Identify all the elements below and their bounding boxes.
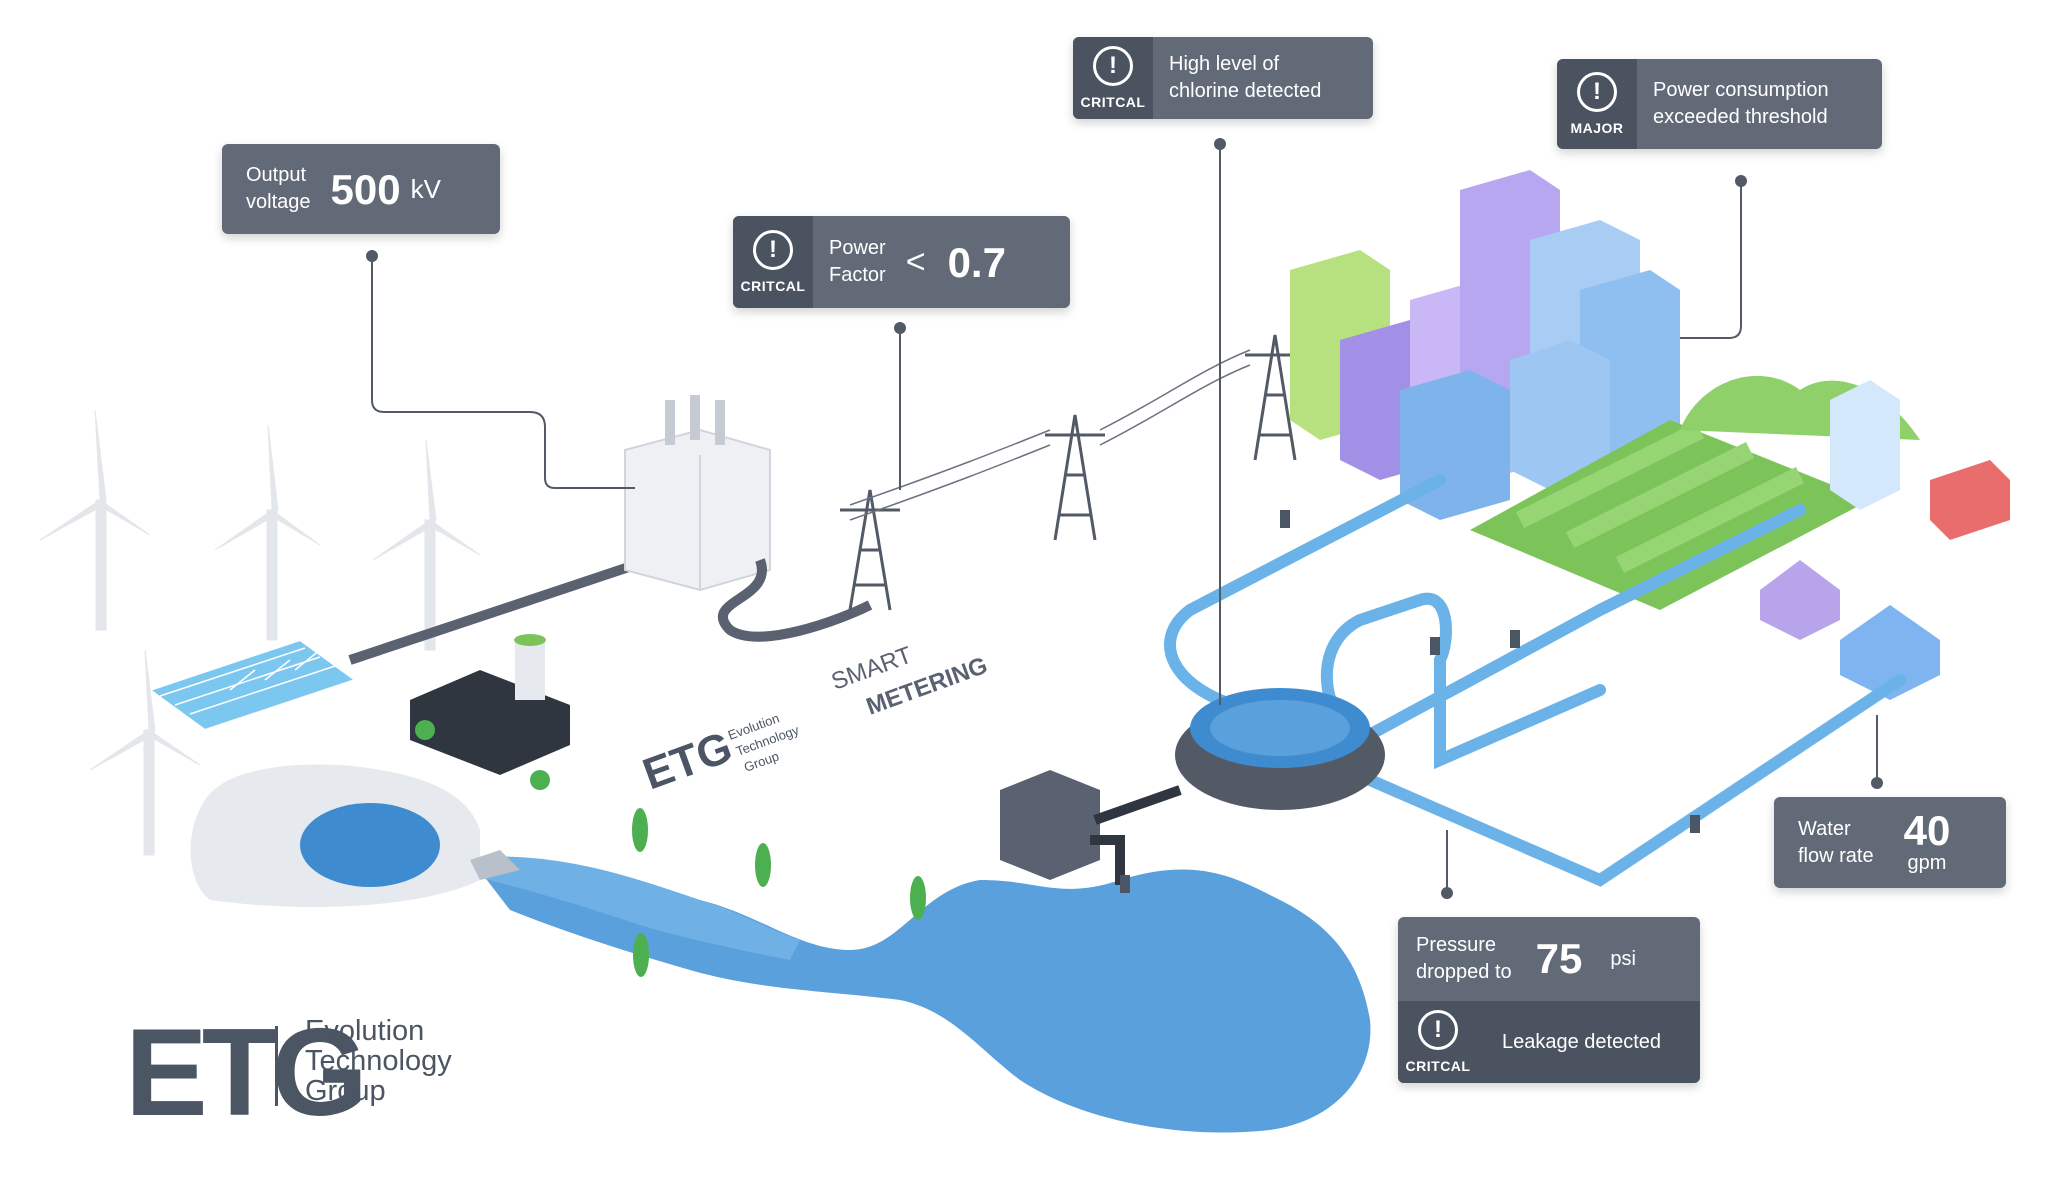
water-treatment-tank [1175, 688, 1385, 810]
warning-icon: ! [1093, 46, 1133, 86]
severity-label: MAJOR [1570, 120, 1624, 136]
connector-dots [366, 138, 1883, 899]
warning-icon: ! [753, 230, 793, 270]
city [1290, 170, 1680, 520]
field [1470, 420, 1870, 610]
power-text1: Power consumption [1653, 79, 1829, 101]
connectors [371, 144, 1878, 888]
power-cable [348, 555, 652, 665]
water-flow-card: Water flow rate 40 gpm [1774, 797, 2006, 888]
wind-turbine-icon [39, 409, 481, 856]
severity-badge: ! CRITCAL [733, 216, 813, 308]
power-factor-card: ! CRITCAL Power Factor < 0.7 [733, 216, 1070, 308]
water-value: 40 [1903, 807, 1951, 854]
svg-text:ETG: ETG [637, 722, 739, 799]
voltage-value: 500 [330, 165, 401, 213]
water-unit: gpm [1907, 852, 1947, 874]
power-consumption-card: ! MAJOR Power consumption exceeded thres… [1557, 59, 1882, 149]
power-cable [717, 558, 873, 642]
voltage-unit: kV [410, 173, 441, 204]
pump-house [1000, 770, 1182, 885]
logo-line2: Technology [305, 1045, 452, 1077]
center-logo: ETG Evolution Technology Group SMART MET… [637, 642, 991, 800]
pf-operator: < [905, 242, 926, 281]
water-meter-icon [1120, 510, 1700, 893]
pressure-value: 75 [1535, 935, 1583, 982]
severity-label: CRITCAL [1405, 1058, 1471, 1074]
severity-label: CRITCAL [740, 278, 806, 294]
pressure-unit: psi [1610, 947, 1636, 970]
chlorine-text1: High level of [1169, 53, 1280, 75]
chlorine-text2: chlorine detected [1169, 80, 1322, 102]
transformer-icon [624, 395, 771, 592]
logo-line1: Evolution [305, 1015, 425, 1047]
voltage-label1: Output [246, 164, 307, 186]
water-label2: flow rate [1798, 844, 1874, 867]
voltage-label2: voltage [246, 191, 311, 213]
severity-badge: ! CRITCAL [1398, 1001, 1478, 1083]
svg-text:ETG: ETG [125, 1004, 362, 1142]
severity-badge: ! CRITCAL [1073, 37, 1153, 119]
power-tower-icon [840, 334, 1305, 611]
output-voltage-card: Output voltage 500 kV [222, 144, 500, 234]
pressure-card: Pressure dropped to 75 psi ! CRITCAL Lea… [1398, 917, 1700, 1083]
warning-icon: ! [1418, 1010, 1458, 1050]
power-text2: exceeded threshold [1653, 106, 1828, 128]
pf-label1: Power [829, 237, 886, 259]
etg-logo: ETG [125, 1004, 368, 1142]
dam [190, 764, 520, 908]
pressure-label2: dropped to [1416, 961, 1512, 983]
trees [632, 808, 926, 977]
severity-badge: ! MAJOR [1557, 59, 1637, 149]
solar-panel-icon [147, 638, 358, 732]
chlorine-alert-card: ! CRITCAL High level of chlorine detecte… [1073, 37, 1373, 119]
leakage-text: Leakage detected [1502, 1030, 1662, 1053]
water-label1: Water [1798, 817, 1851, 840]
factory [410, 634, 570, 790]
hills [1680, 375, 2010, 540]
pf-label2: Factor [829, 264, 886, 286]
logo-name: Evolution Technology Group [305, 1016, 452, 1106]
severity-label: CRITCAL [1080, 94, 1146, 110]
pf-value: 0.7 [947, 238, 1006, 286]
pressure-label1: Pressure [1416, 934, 1497, 956]
house-icon [1760, 560, 1940, 700]
logo-line3: Group [305, 1075, 386, 1107]
river [470, 856, 1371, 1133]
warning-icon: ! [1577, 72, 1617, 112]
